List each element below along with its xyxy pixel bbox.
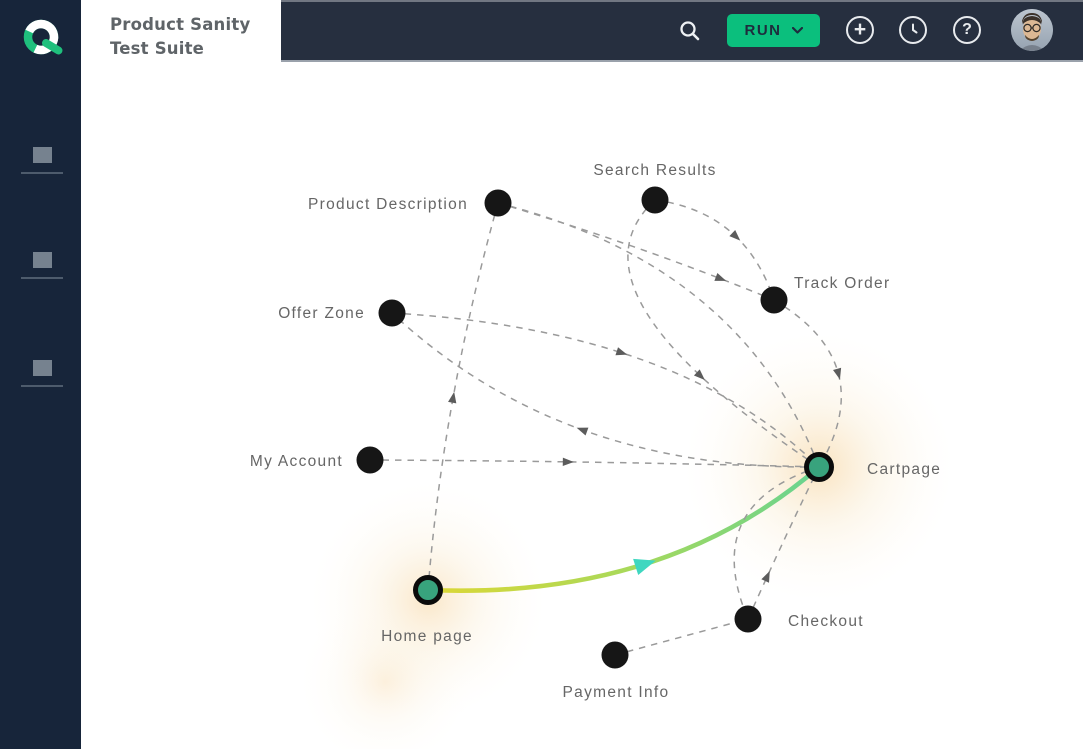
edge-checkout-cartpage xyxy=(747,466,820,620)
edge-product-description-cartpage xyxy=(497,202,820,468)
help-icon[interactable]: ? xyxy=(953,16,981,44)
node-offer-zone[interactable] xyxy=(378,299,406,327)
node-label-my-account: My Account xyxy=(250,453,343,470)
clock-hands xyxy=(912,23,918,34)
node-payment-info[interactable] xyxy=(601,641,629,669)
add-icon[interactable]: + xyxy=(846,16,874,44)
arrow-home-page-product-description xyxy=(448,391,457,404)
node-home-page[interactable] xyxy=(413,575,443,605)
page-title: Product Sanity Test Suite xyxy=(110,13,250,61)
nav-icon-2 xyxy=(33,252,52,268)
node-checkout[interactable] xyxy=(734,605,762,633)
arrow-my-account-cartpage xyxy=(562,457,574,466)
edge-payment-info-checkout xyxy=(614,618,749,656)
arrow-checkout-cartpage xyxy=(761,570,770,583)
avatar-image xyxy=(1011,9,1053,51)
arrow-offer-zone-cartpage xyxy=(615,347,628,356)
arrow-product-description-track-order xyxy=(714,272,727,281)
node-label-cartpage: Cartpage xyxy=(867,461,941,478)
add-glyph: + xyxy=(853,17,867,41)
chevron-down-icon xyxy=(791,27,803,34)
logo-q[interactable] xyxy=(19,16,64,61)
edge-search-results-track-order xyxy=(654,199,775,301)
node-cartpage[interactable] xyxy=(804,452,834,482)
node-track-order[interactable] xyxy=(760,286,788,314)
sidebar xyxy=(0,0,81,749)
glow-2 xyxy=(300,597,470,749)
edge-cartpage-checkout xyxy=(733,466,820,620)
arrow-track-order-cartpage xyxy=(833,367,842,380)
edge-track-order-cartpage xyxy=(773,299,842,468)
node-search-results[interactable] xyxy=(641,186,669,214)
edge-my-account-cartpage xyxy=(369,459,820,468)
nav-icon-1 xyxy=(33,147,52,163)
edge-product-description-track-order xyxy=(497,202,775,301)
run-button-label: RUN xyxy=(744,22,782,39)
node-label-home-page: Home page xyxy=(381,628,473,645)
arrow-search-results-cartpage xyxy=(693,369,705,380)
search-icon[interactable] xyxy=(678,19,702,43)
help-glyph: ? xyxy=(962,21,972,38)
arrow-home-page-cartpage-highlight xyxy=(633,558,656,576)
node-label-search-results: Search Results xyxy=(593,162,716,179)
node-my-account[interactable] xyxy=(356,446,384,474)
node-label-product-description: Product Description xyxy=(308,196,468,213)
node-label-checkout: Checkout xyxy=(788,613,864,630)
node-label-payment-info: Payment Info xyxy=(563,684,670,701)
nav-icon-3 xyxy=(33,360,52,376)
arrow-search-results-track-order xyxy=(729,230,741,241)
edge-offer-zone-cartpage xyxy=(391,312,820,468)
node-label-track-order: Track Order xyxy=(794,275,890,292)
page-title-line1: Product Sanity xyxy=(110,15,251,34)
run-button[interactable]: RUN xyxy=(727,14,820,47)
user-avatar[interactable] xyxy=(1011,9,1053,51)
edge-search-results-cartpage xyxy=(627,199,820,468)
page-title-line2: Test Suite xyxy=(110,39,205,58)
node-product-description[interactable] xyxy=(484,189,512,217)
top-header-bar: RUN + ? xyxy=(281,0,1083,62)
node-label-offer-zone: Offer Zone xyxy=(278,305,365,322)
arrow-cartpage-offer-zone xyxy=(576,427,589,436)
history-clock-icon[interactable] xyxy=(899,16,927,44)
